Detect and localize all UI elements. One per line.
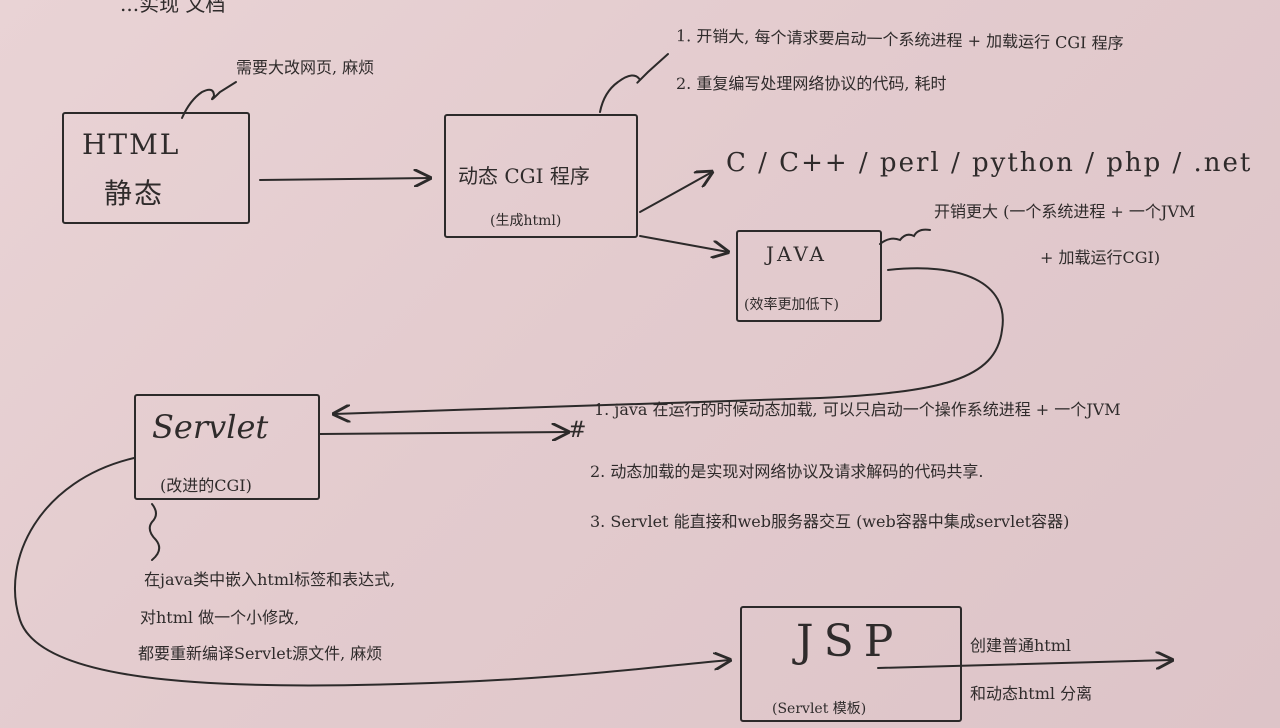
curve-java-to-servlet xyxy=(334,267,1004,414)
jsp-note-2: 和动态html 分离 xyxy=(970,684,1093,703)
html-note: 需要大改网页, 麻烦 xyxy=(236,58,375,77)
servlet-note-2: 2. 动态加载的是实现对网络协议及请求解码的代码共享. xyxy=(590,462,984,481)
arrow-servlet-to-notes xyxy=(319,432,568,434)
top-partial-heading: ...实现 文档 xyxy=(120,0,226,16)
servlet-problem-1: 在java类中嵌入html标签和表达式, xyxy=(144,570,396,589)
java-note-1: 开销更大 (一个系统进程 + 一个JVM xyxy=(934,202,1196,221)
java-box-title: JAVA xyxy=(766,242,827,266)
curve-servlet-to-jsp xyxy=(14,457,730,687)
java-box-subtitle: (效率更加低下) xyxy=(744,297,839,313)
cgi-box-title: 动态 CGI 程序 xyxy=(458,164,590,188)
html-box-title: HTML xyxy=(82,128,181,161)
servlet-box: Servlet (改进的CGI) xyxy=(134,394,320,500)
squiggle-html-note xyxy=(181,81,237,119)
servlet-note-3: 3. Servlet 能直接和web服务器交互 (web容器中集成servlet… xyxy=(590,512,1070,531)
html-box-subtitle: 静态 xyxy=(104,177,165,210)
squiggle-cgi-notes xyxy=(599,53,669,113)
servlet-problem-3: 都要重新编译Servlet源文件, 麻烦 xyxy=(138,644,383,663)
arrow-html-to-cgi xyxy=(259,178,430,180)
cgi-program-box: 动态 CGI 程序 (生成html) xyxy=(444,114,638,238)
cgi-box-subtitle: (生成html) xyxy=(490,213,562,229)
servlet-note-1: 1. java 在运行的时候动态加载, 可以只启动一个操作系统进程 + 一个JV… xyxy=(594,400,1121,419)
servlet-box-title: Servlet xyxy=(152,408,269,446)
squiggle-java-notes xyxy=(879,228,931,245)
cgi-languages: C / C++ / perl / python / php / .net xyxy=(726,148,1253,178)
java-box: JAVA (效率更加低下) xyxy=(736,230,882,322)
html-static-box: HTML 静态 xyxy=(62,112,250,224)
jsp-note-1: 创建普通html xyxy=(970,636,1072,655)
arrow-cgi-to-languages xyxy=(639,172,712,213)
jsp-box-title: JSP xyxy=(796,616,904,667)
squiggle-servlet-problem xyxy=(148,503,161,561)
java-note-2: + 加载运行CGI) xyxy=(1040,248,1161,267)
jsp-box-subtitle: (Servlet 模板) xyxy=(772,701,867,717)
jsp-box: JSP (Servlet 模板) xyxy=(740,606,962,722)
arrow-cgi-to-java xyxy=(639,235,728,252)
servlet-box-subtitle: (改进的CGI) xyxy=(160,476,252,495)
servlet-problem-2: 对html 做一个小修改, xyxy=(140,608,300,627)
note-mark: # xyxy=(568,418,587,443)
arrow-jsp-out xyxy=(877,660,1172,668)
cgi-note-2: 2. 重复编写处理网络协议的代码, 耗时 xyxy=(676,74,947,93)
